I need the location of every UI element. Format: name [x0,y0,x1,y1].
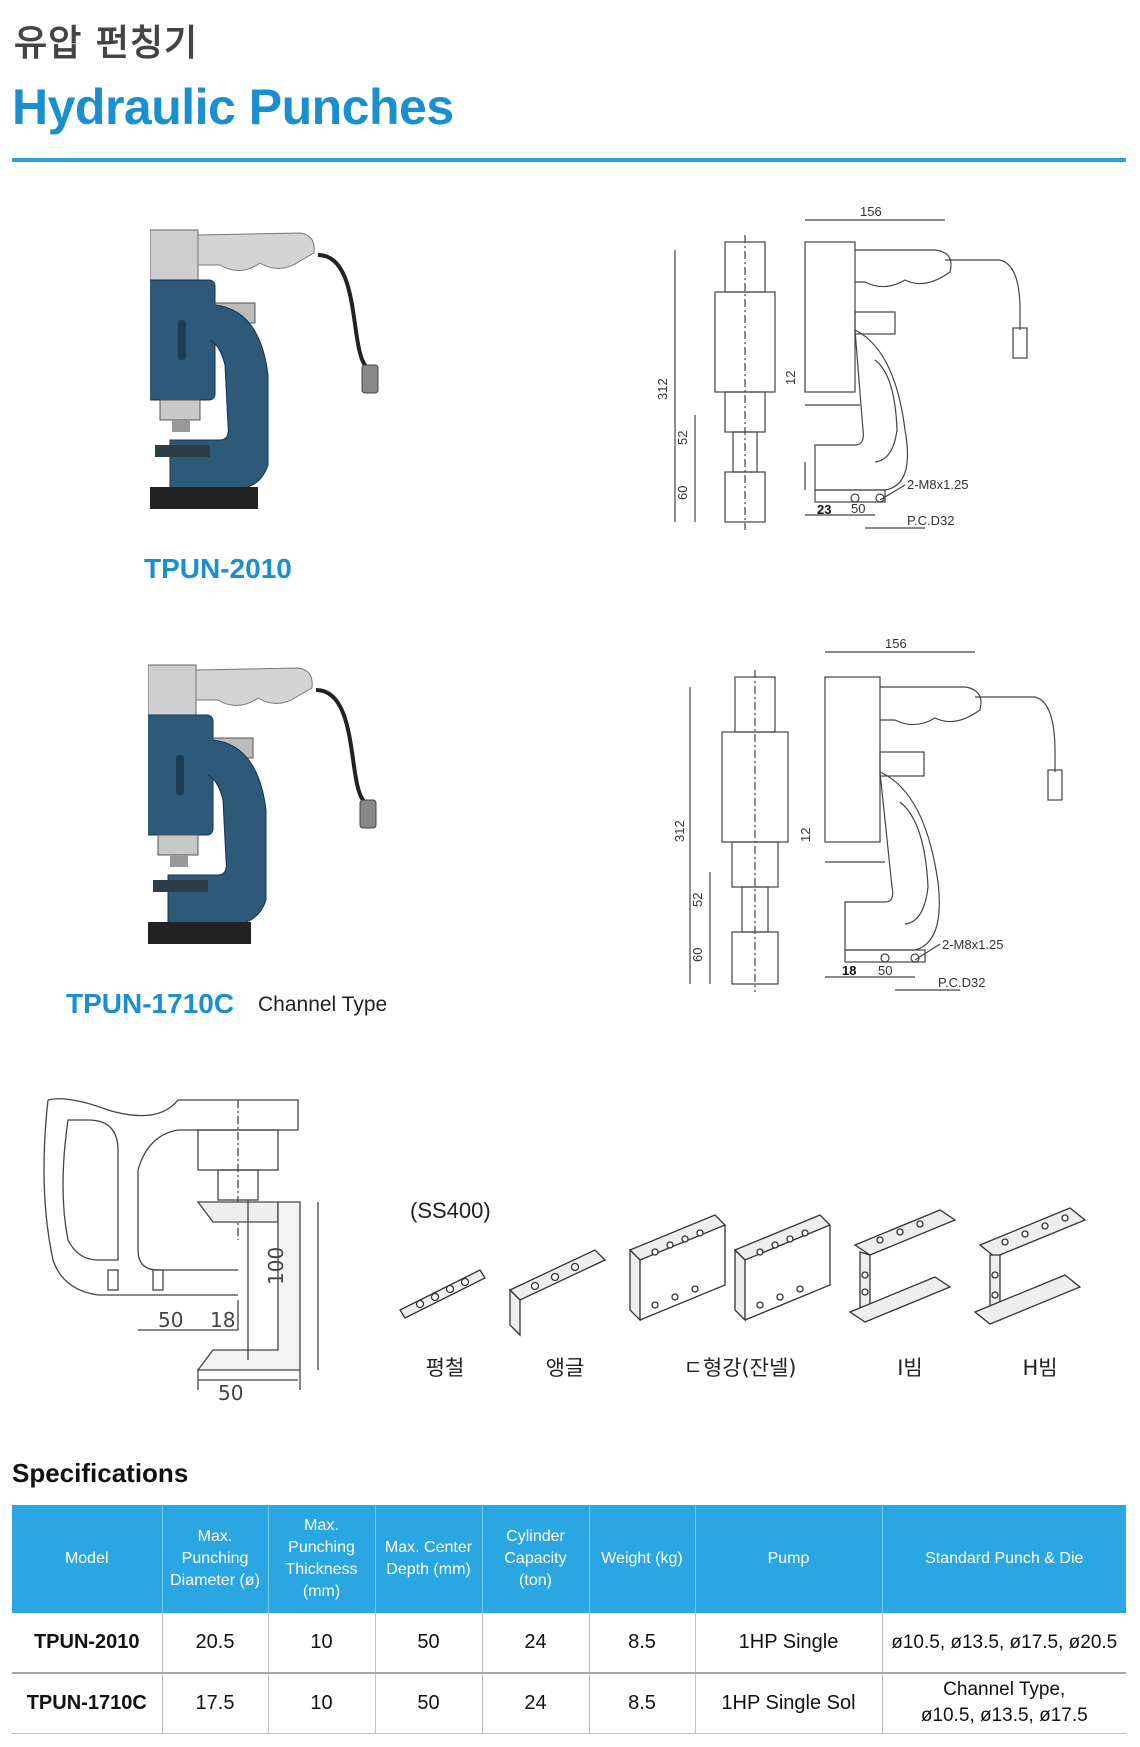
technical-drawing-tpun-2010: 156 312 52 60 12 23 50 2-M8x1.25 P.C.D32 [655,204,1028,530]
dim-12: 12 [798,828,813,842]
product-photo-tpun-2010 [150,229,379,509]
product-photo-tpun-1710c [148,664,377,944]
channel-alt-icon [733,1214,832,1322]
flat-bar-icon [399,1269,486,1319]
specifications-heading: Specifications [12,1458,189,1488]
column-header: Standard Punch & Die [882,1505,1126,1613]
cell-diameter: 17.5 [162,1673,269,1734]
angle-icon [508,1249,607,1337]
pcd-spec: P.C.D32 [938,975,985,990]
punch-die-line: Channel Type, [943,1679,1066,1701]
table-header-row: Model Max. Punching Diameter (ø) Max. Pu… [12,1505,1126,1613]
table-row: TPUN-2010 20.5 10 50 24 8.5 1HP Single ø… [12,1613,1126,1674]
specifications-table: Model Max. Punching Diameter (ø) Max. Pu… [12,1505,1126,1734]
column-header: Cylinder Capacity (ton) [482,1505,590,1613]
material-grade-label: (SS400) [410,1198,491,1223]
product-model-label: TPUN-2010 [144,553,292,584]
thread-spec: 2-M8x1.25 [907,477,968,492]
product-model-label: TPUN-1710C [66,988,235,1019]
punch-die-line: ø10.5, ø13.5, ø17.5, ø20.5 [891,1631,1118,1653]
material-shapes-illustration [399,1207,1087,1337]
punch-die-line: ø10.5, ø13.5, ø17.5 [920,1705,1088,1727]
cell-pump: 1HP Single [695,1613,883,1674]
cell-depth: 50 [375,1673,483,1734]
dim-12: 12 [783,371,798,385]
channel-punch-detail-drawing: 100 50 18 50 [43,1098,319,1405]
dim-left-offset: 18 [842,963,856,978]
cell-punch-die: Channel Type, ø10.5, ø13.5, ø17.5 [882,1673,1126,1734]
column-header: Max. Punching Thickness (mm) [268,1505,376,1613]
cell-weight: 8.5 [589,1673,696,1734]
title-divider [12,158,1126,162]
dim-width: 156 [860,204,882,219]
page-title-korean: 유압 펀칭기 [14,23,199,64]
cell-thickness: 10 [268,1673,376,1734]
dim-18: 18 [210,1308,235,1332]
pcd-spec: P.C.D32 [907,513,954,528]
shape-label-angle: 앵글 [545,1356,585,1380]
cell-diameter: 20.5 [162,1613,269,1674]
cell-model: TPUN-2010 [12,1613,163,1674]
cell-depth: 50 [375,1613,483,1674]
shape-label-flat-bar: 평철 [425,1356,465,1380]
page-title: Hydraulic Punches [12,79,454,135]
shape-label-h-beam: H빔 [1022,1356,1058,1380]
column-header: Weight (kg) [589,1505,696,1613]
technical-drawing-tpun-1710c: 156 312 52 60 12 18 50 2-M8x1.25 P.C.D32 [672,636,1063,992]
dim-52: 52 [675,431,690,445]
dim-left-offset: 23 [817,502,831,517]
thread-spec: 2-M8x1.25 [942,937,1003,952]
dim-height: 312 [672,820,687,842]
column-header: Pump [695,1505,883,1613]
column-header: Max. Punching Diameter (ø) [162,1505,269,1613]
dim-50-bottom: 50 [218,1381,243,1405]
dim-100: 100 [264,1247,288,1285]
shape-label-i-beam: I빔 [897,1356,923,1380]
dim-60: 60 [675,486,690,500]
shape-label-channel: ㄷ형강(잔넬) [683,1356,797,1380]
h-beam-icon [973,1207,1087,1325]
cell-capacity: 24 [482,1613,590,1674]
dim-50: 50 [878,963,892,978]
product-type-label: Channel Type [258,993,388,1016]
dim-height: 312 [655,378,670,400]
column-header: Max. Center Depth (mm) [375,1505,483,1613]
dim-60: 60 [690,948,705,962]
column-header: Model [12,1505,163,1613]
i-beam-icon [848,1209,957,1323]
cell-capacity: 24 [482,1673,590,1734]
channel-icon [628,1214,727,1322]
table-row: TPUN-1710C 17.5 10 50 24 8.5 1HP Single … [12,1673,1126,1734]
cell-model: TPUN-1710C [12,1673,163,1734]
dim-50-top: 50 [158,1308,183,1332]
cell-thickness: 10 [268,1613,376,1674]
cell-pump: 1HP Single Sol [695,1673,883,1734]
dim-width: 156 [885,636,907,651]
dim-50: 50 [851,501,865,516]
cell-punch-die: ø10.5, ø13.5, ø17.5, ø20.5 [882,1613,1126,1674]
dim-52: 52 [690,893,705,907]
cell-weight: 8.5 [589,1613,696,1674]
